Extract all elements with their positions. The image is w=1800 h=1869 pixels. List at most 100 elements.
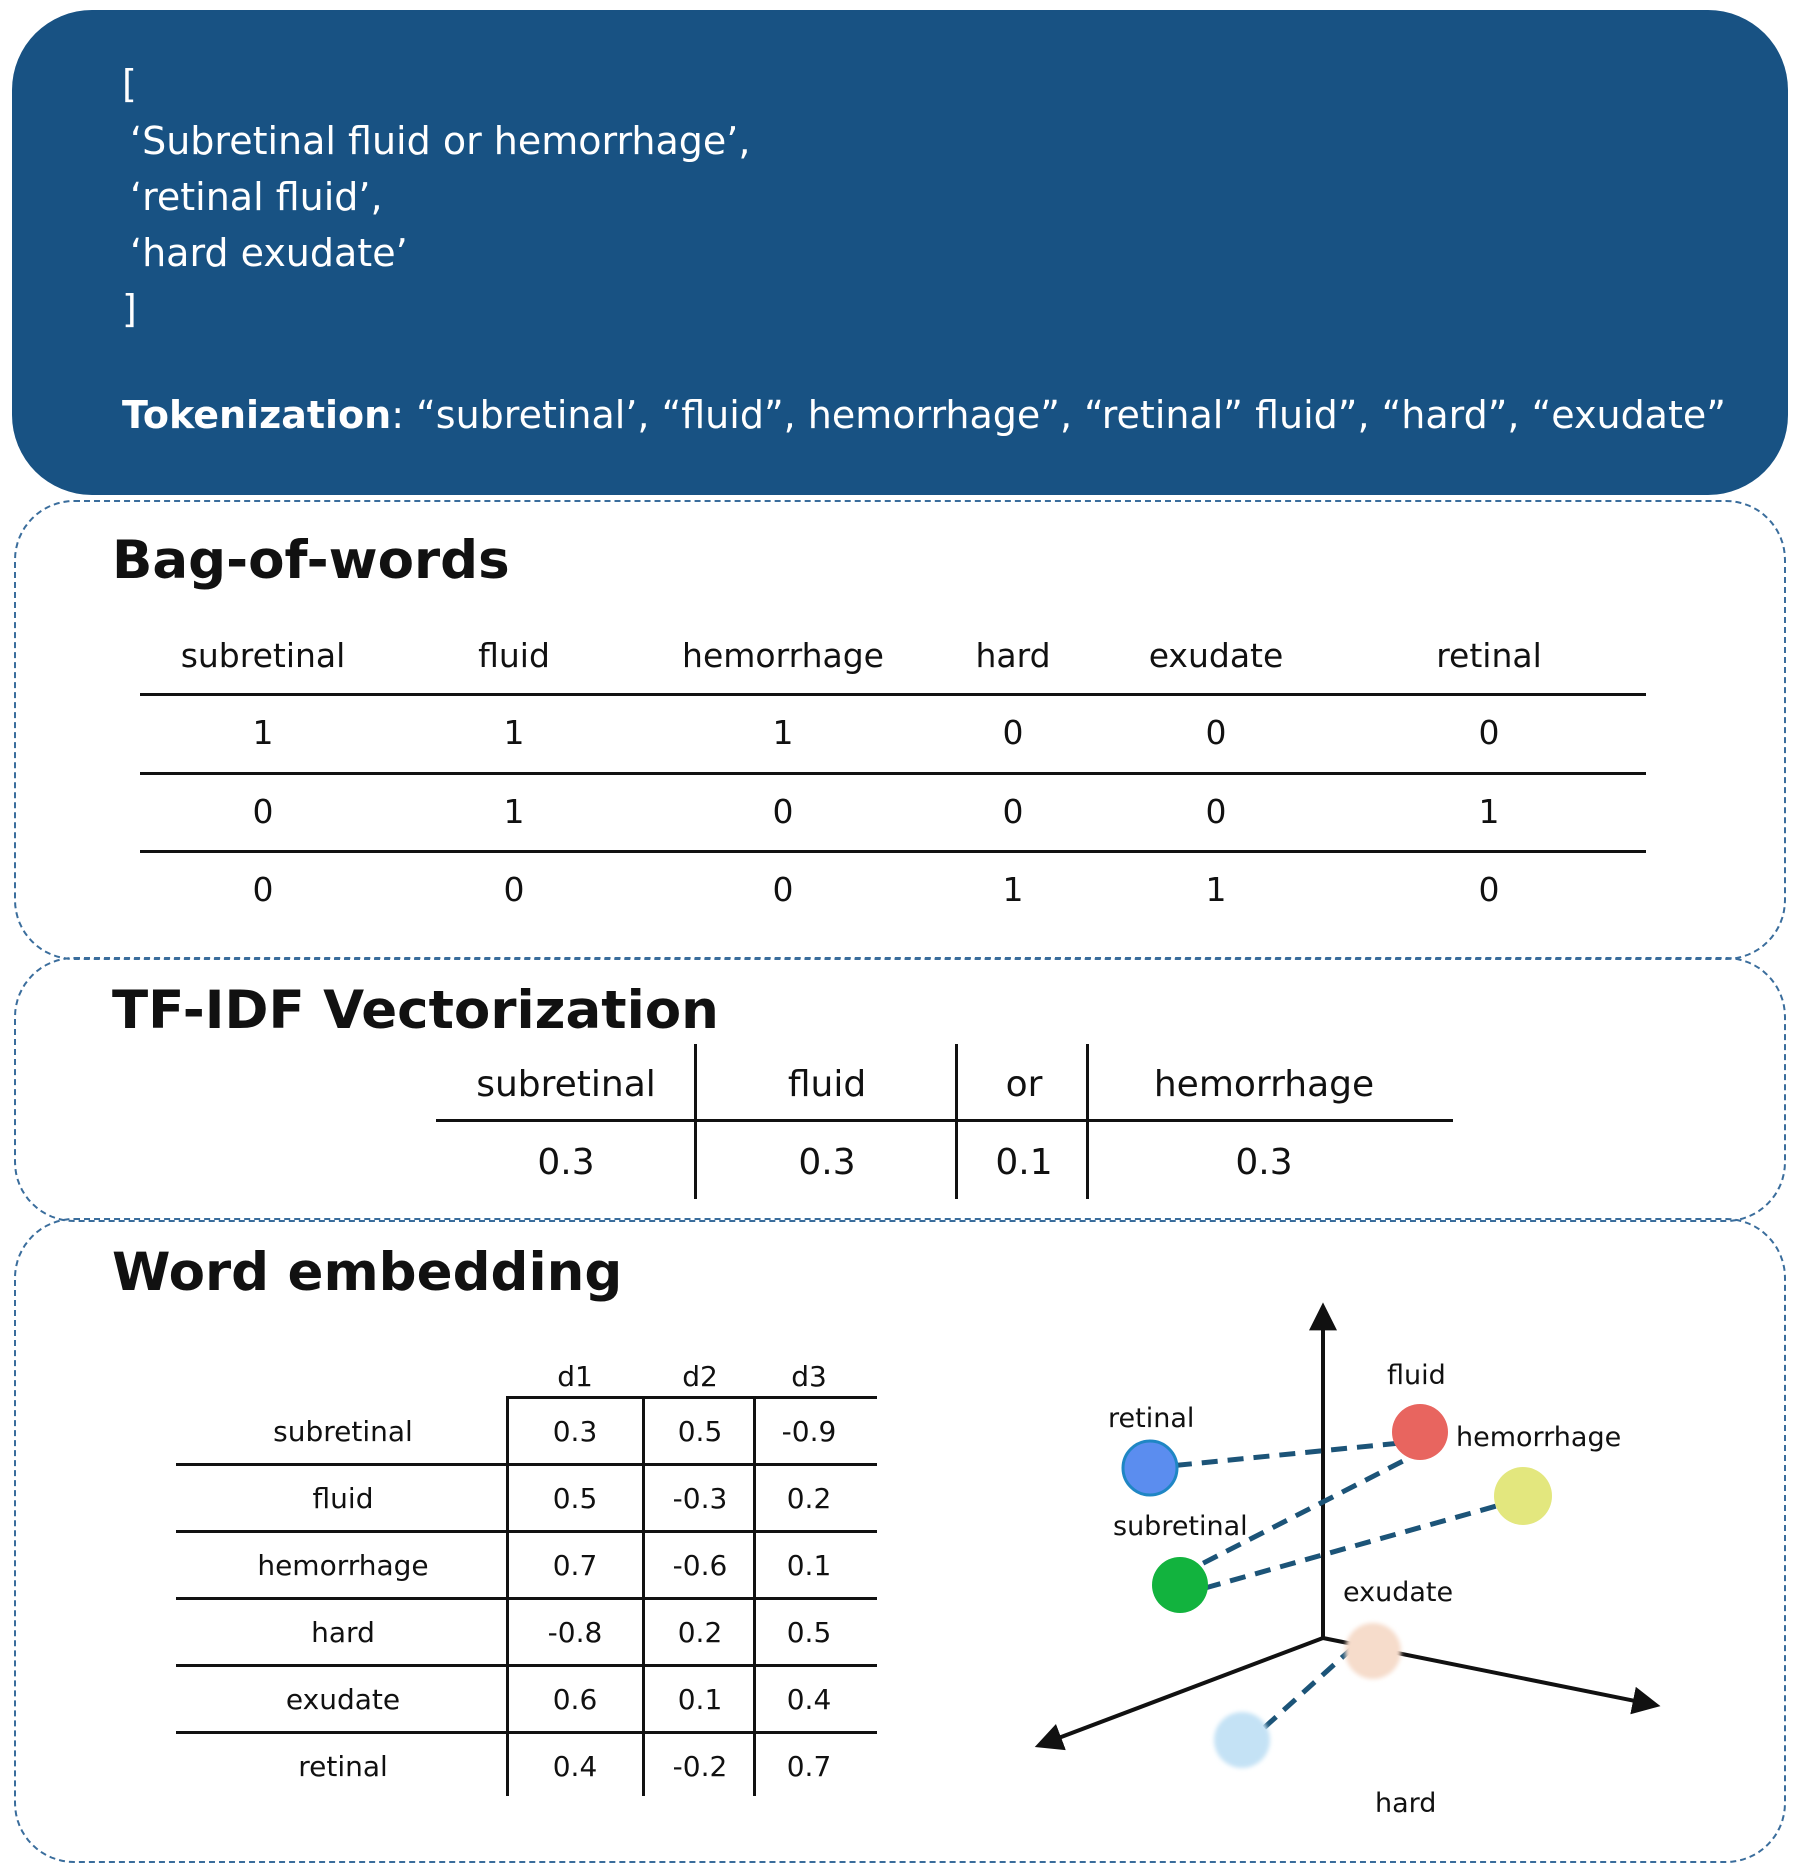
tokenization-label: Tokenization — [122, 393, 392, 437]
open-bracket: [ — [122, 62, 137, 106]
bow-cell: 1 — [1205, 870, 1227, 909]
bow-cell: 0 — [1205, 713, 1227, 752]
embedding-value: -0.6 — [672, 1549, 728, 1582]
label-hard: hard — [1375, 1788, 1436, 1819]
embedding-value: 0.4 — [552, 1750, 598, 1783]
input-item-3: ‘hard exudate’ — [130, 231, 408, 275]
label-exudate: exudate — [1343, 1577, 1453, 1608]
tfidf-header-fluid: fluid — [787, 1064, 867, 1105]
connector-retinal-fluid — [1149, 1440, 1401, 1471]
tokenization-text: : “subretinal’, “fluid”, hemorrhage”, “r… — [391, 393, 1726, 437]
embedding-top-line — [506, 1396, 877, 1399]
bow-cell: 1 — [503, 713, 525, 752]
embedding-value: -0.3 — [672, 1482, 728, 1515]
bow-cell: 0 — [1002, 713, 1024, 752]
embedding-value: 0.3 — [552, 1415, 598, 1448]
embedding-row-divider — [176, 1731, 877, 1734]
bag-of-words-title: Bag-of-words — [112, 530, 510, 591]
embedding-col-divider — [506, 1396, 509, 1796]
tfidf-value-fluid: 0.3 — [798, 1142, 856, 1183]
bow-cell: 1 — [1002, 870, 1024, 909]
tfidf-col-divider — [955, 1044, 958, 1199]
input-text-panel: [ ‘Subretinal fluid or hemorrhage’, ‘ret… — [12, 10, 1788, 495]
tfidf-header-hemorrhage: hemorrhage — [1153, 1064, 1375, 1105]
tfidf-header-subretinal: subretinal — [476, 1064, 656, 1105]
embedding-word: retinal — [298, 1750, 388, 1783]
embedding-value: 0.2 — [677, 1616, 723, 1649]
bag-of-words-section: Bag-of-words subretinal fluid hemorrhage… — [14, 500, 1786, 960]
connector-subretinal-hemorrhage — [1204, 1502, 1501, 1591]
embedding-value: 0.6 — [552, 1683, 598, 1716]
bow-header-retinal: retinal — [1436, 636, 1542, 675]
embedding-value: 0.2 — [786, 1482, 832, 1515]
label-fluid: fluid — [1387, 1360, 1446, 1391]
embedding-value: 0.7 — [786, 1750, 832, 1783]
embedding-value: 0.5 — [786, 1616, 832, 1649]
bow-cell: 0 — [252, 870, 274, 909]
embedding-word: subretinal — [273, 1415, 413, 1448]
embedding-value: 0.1 — [786, 1549, 832, 1582]
label-hemorrhage: hemorrhage — [1456, 1422, 1621, 1453]
input-item-1: ‘Subretinal fluid or hemorrhage’, — [130, 119, 751, 163]
bow-cell: 1 — [772, 713, 794, 752]
embedding-col-divider — [753, 1396, 756, 1796]
bow-cell: 0 — [503, 870, 525, 909]
embedding-header-d3: d3 — [791, 1360, 827, 1393]
point-fluid — [1392, 1404, 1448, 1460]
embedding-value: 0.5 — [552, 1482, 598, 1515]
bow-cell: 0 — [772, 792, 794, 831]
embedding-value: 0.7 — [552, 1549, 598, 1582]
tfidf-value-or: 0.1 — [995, 1142, 1053, 1183]
point-hemorrhage — [1494, 1467, 1552, 1525]
bow-header-exudate: exudate — [1148, 636, 1284, 675]
bow-cell: 1 — [1478, 792, 1500, 831]
connector-subretinal-fluid — [1178, 1457, 1407, 1578]
bow-cell: 0 — [772, 870, 794, 909]
connector-hard-exudate — [1243, 1623, 1380, 1747]
embedding-row-divider — [176, 1463, 877, 1466]
tfidf-value-subretinal: 0.3 — [537, 1142, 595, 1183]
tfidf-divider — [436, 1119, 1453, 1122]
bow-header-subretinal: subretinal — [180, 636, 346, 675]
embedding-value: -0.9 — [781, 1415, 837, 1448]
embedding-word: hard — [311, 1616, 375, 1649]
connector-lines — [1149, 1440, 1501, 1747]
embedding-row-divider — [176, 1530, 877, 1533]
embedding-value: 0.5 — [677, 1415, 723, 1448]
embedding-row-divider — [176, 1597, 877, 1600]
embedding-value: -0.8 — [547, 1616, 603, 1649]
bow-header-hard: hard — [975, 636, 1051, 675]
tfidf-col-divider — [1086, 1044, 1089, 1199]
bow-divider-3 — [140, 850, 1646, 853]
word-embedding-title: Word embedding — [112, 1242, 623, 1303]
tfidf-section: TF-IDF Vectorization subretinal fluid or… — [14, 957, 1786, 1222]
point-subretinal — [1152, 1557, 1208, 1613]
bow-cell: 0 — [1478, 713, 1500, 752]
embedding-word: hemorrhage — [257, 1549, 429, 1582]
tfidf-col-divider — [694, 1044, 697, 1199]
bow-cell: 0 — [252, 792, 274, 831]
embedding-value: 0.1 — [677, 1683, 723, 1716]
bow-cell: 0 — [1002, 792, 1024, 831]
embedding-word: fluid — [312, 1482, 374, 1515]
embedding-word: exudate — [285, 1683, 401, 1716]
label-retinal: retinal — [1108, 1403, 1194, 1434]
bow-header-hemorrhage: hemorrhage — [682, 636, 884, 675]
bow-divider-2 — [140, 772, 1646, 775]
tfidf-header-or: or — [1005, 1064, 1043, 1105]
embedding-col-divider — [642, 1396, 645, 1796]
bow-cell: 1 — [252, 713, 274, 752]
label-subretinal: subretinal — [1113, 1511, 1248, 1542]
tfidf-value-hemorrhage: 0.3 — [1235, 1142, 1293, 1183]
embedding-header-d2: d2 — [682, 1360, 718, 1393]
bow-cell: 0 — [1478, 870, 1500, 909]
tfidf-title: TF-IDF Vectorization — [112, 980, 719, 1041]
embedding-value: 0.4 — [786, 1683, 832, 1716]
bow-cell: 0 — [1205, 792, 1227, 831]
close-bracket: ] — [122, 287, 137, 331]
axis-left — [1034, 1636, 1324, 1751]
point-exudate — [1345, 1623, 1401, 1679]
word-embedding-section: Word embedding d1 d2 d3 subretinal 0.3 0… — [14, 1218, 1786, 1863]
tokenization-line: Tokenization: “subretinal’, “fluid”, hem… — [122, 393, 1726, 437]
